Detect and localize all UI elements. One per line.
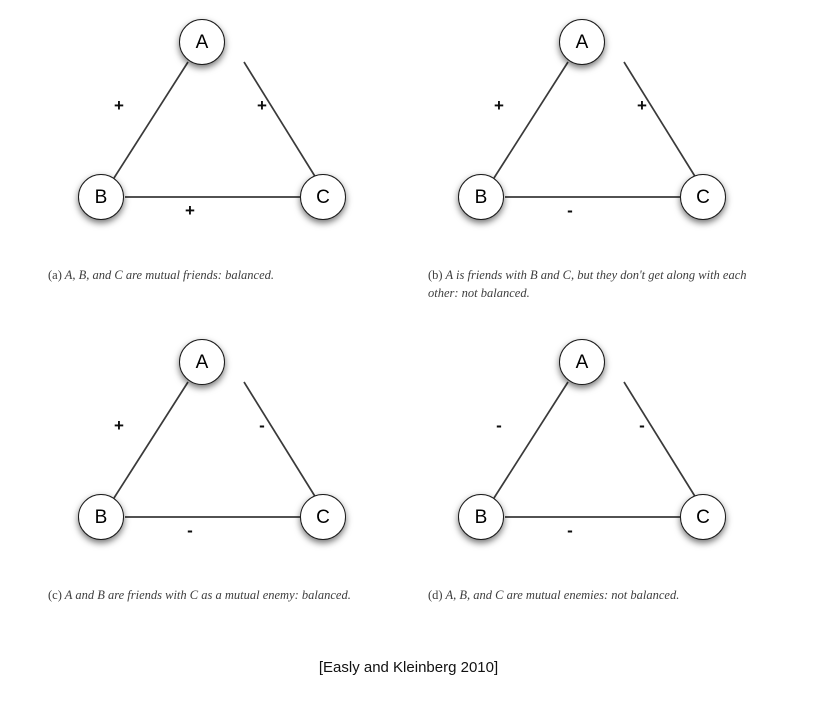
node-a-label: A	[575, 31, 589, 53]
edge-a-c	[243, 381, 317, 499]
panel-b: A B C + + - (b) A is friends with B and …	[408, 8, 788, 328]
edge-sign-b-c: -	[187, 521, 193, 540]
node-c: C	[300, 494, 346, 540]
node-a: A	[559, 19, 605, 65]
edge-a-c	[623, 61, 697, 179]
node-a: A	[559, 339, 605, 385]
node-c: C	[680, 174, 726, 220]
node-c-label: C	[316, 506, 330, 528]
node-b: B	[78, 494, 124, 540]
edge-a-b	[113, 381, 189, 499]
edge-lines-b	[493, 61, 697, 198]
panel-tag-b: (b)	[428, 268, 443, 282]
edge-a-b	[493, 61, 569, 179]
node-a: A	[179, 339, 225, 385]
panel-caption-c: (c) A and B are friends with C as a mutu…	[48, 586, 398, 604]
edge-sign-a-c: -	[639, 416, 645, 435]
figure-citation: [Easly and Kleinberg 2010]	[318, 659, 499, 676]
node-a-label: A	[195, 351, 209, 373]
edge-a-c	[243, 61, 317, 179]
edge-a-b	[493, 381, 569, 499]
edge-lines-d	[493, 381, 697, 518]
node-c-label: C	[696, 186, 710, 208]
node-b-label: B	[94, 506, 108, 528]
edge-lines-c	[113, 381, 317, 518]
edge-sign-a-c: +	[637, 96, 647, 115]
node-c: C	[300, 174, 346, 220]
edge-sign-b-c: +	[185, 201, 195, 220]
edge-sign-a-b: +	[114, 416, 124, 435]
panel-caption-text-c: A and B are friends with C as a mutual e…	[64, 588, 351, 602]
edge-sign-b-c: -	[567, 521, 573, 540]
node-b-label: B	[94, 186, 108, 208]
node-a-label: A	[195, 31, 209, 53]
panel-caption-a: (a) A, B, and C are mutual friends: bala…	[48, 266, 398, 284]
node-c: C	[680, 494, 726, 540]
panel-caption-text-b: A is friends with B and C, but they don'…	[428, 268, 747, 301]
node-b: B	[458, 174, 504, 220]
triad-graph-a: A B C + + +	[28, 8, 408, 258]
node-a: A	[179, 19, 225, 65]
panel-tag-d: (d)	[428, 588, 443, 602]
panel-tag-c: (c)	[48, 588, 62, 602]
node-a-label: A	[575, 351, 589, 373]
panel-caption-text-d: A, B, and C are mutual enemies: not bala…	[445, 588, 680, 602]
node-b: B	[78, 174, 124, 220]
edge-sign-b-c: -	[567, 201, 573, 220]
node-c-label: C	[696, 506, 710, 528]
panel-caption-d: (d) A, B, and C are mutual enemies: not …	[428, 586, 778, 604]
panel-c: A B C + - - (c) A and B are friends with…	[28, 328, 408, 648]
node-b: B	[458, 494, 504, 540]
triad-graph-d: A B C - - -	[408, 328, 788, 578]
triad-graph-b: A B C + + -	[408, 8, 788, 258]
panel-caption-b: (b) A is friends with B and C, but they …	[428, 266, 778, 302]
edge-sign-a-b: +	[494, 96, 504, 115]
edge-a-b	[113, 61, 189, 179]
edge-sign-a-b: -	[496, 416, 502, 435]
edge-sign-a-c: -	[259, 416, 265, 435]
panel-d: A B C - - - (d) A, B, and C are mutual e…	[408, 328, 788, 648]
panel-tag-a: (a)	[48, 268, 62, 282]
node-b-label: B	[474, 506, 488, 528]
node-c-label: C	[316, 186, 330, 208]
triad-graph-c: A B C + - -	[28, 328, 408, 578]
edge-sign-a-b: +	[114, 96, 124, 115]
panel-caption-text-a: A, B, and C are mutual friends: balanced…	[64, 268, 275, 282]
node-b-label: B	[474, 186, 488, 208]
edge-lines-a	[113, 61, 317, 198]
panel-a: A B C + + + (a) A, B, and C are mutual f…	[28, 8, 408, 328]
edge-a-c	[623, 381, 697, 499]
edge-sign-a-c: +	[257, 96, 267, 115]
